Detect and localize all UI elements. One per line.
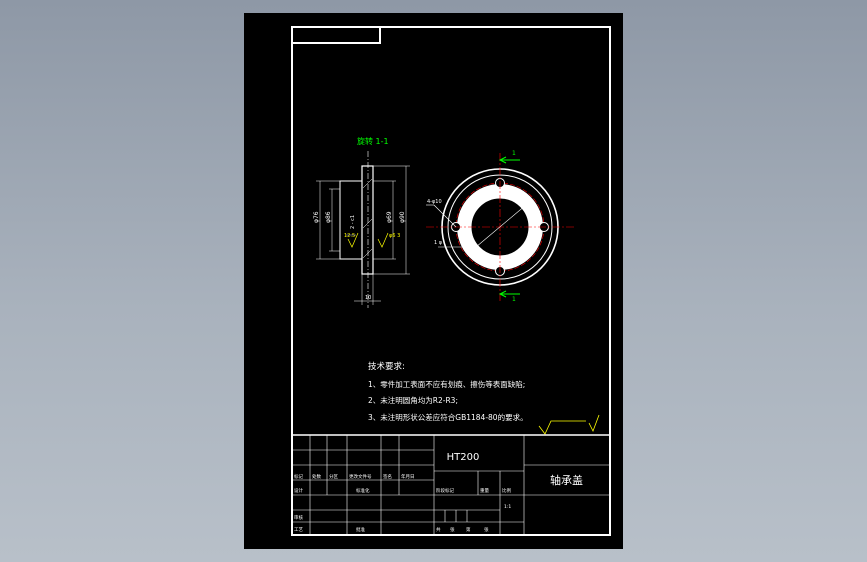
cut-label-bottom: 1 [512,296,516,303]
roughness-symbol-a [347,232,359,248]
material-value: HT200 [447,452,480,463]
label-zone: 分区 [329,473,338,480]
ratio-value: 1:1 [504,504,511,510]
label-standard: 标准化 [356,487,370,494]
roughness-symbol-b [377,232,389,248]
drawing-canvas: 旋转 1-1 φ76 [291,26,611,536]
section-label: 旋转 1-1 [357,136,389,146]
roughness-value-a: 12.5 [344,233,355,239]
note-item-2: 2、未注明圆角均为R2-R3; [368,395,458,405]
general-roughness-symbol [538,420,586,435]
label-sheets-unit-b: 张 [484,526,489,533]
dim-left-a: φ76 [313,211,320,223]
note-item-3: 3、未注明形状公差应符合GB1184-80的要求。 [368,412,528,422]
technical-notes: 技术要求: 1、零件加工表面不应有划痕、擦伤等表面缺陷; 2、未注明圆角均为R2… [368,361,600,435]
label-stage: 阶段标记 [436,487,454,494]
title-block-text: HT200 轴承盖 标记 处数 分区 更改文件号 签名 年月日 设计 审核 工艺… [294,452,583,533]
label-design: 设计 [294,487,303,494]
label-ratio: 比例 [502,487,511,494]
note-item-1: 1、零件加工表面不应有划痕、擦伤等表面缺陷; [368,379,525,389]
label-sign: 签名 [383,473,392,480]
leader-label-b: 1 φ [434,240,443,246]
drawing-sheet: 旋转 1-1 φ76 [244,13,623,549]
dim-small-2: φ6 3 [389,233,400,239]
leader-label-a: 4-φ10 [427,199,442,205]
label-review: 审核 [294,514,303,521]
dim-chamfer: 2 - c1 [350,215,356,229]
dim-left-b: φ86 [325,211,332,223]
label-weight: 重量 [480,487,489,494]
notes-heading: 技术要求: [368,361,405,372]
cut-label-top: 1 [512,150,516,157]
label-sheet-no: 第 [466,526,471,533]
dim-bottom: 10 [365,295,371,301]
frame-tab [292,27,381,44]
label-sheets-unit-a: 张 [450,526,455,533]
label-approve: 批准 [356,526,365,533]
front-view: 4-φ10 1 φ 1 1 [426,150,574,303]
part-name: 轴承盖 [550,473,583,487]
finish-check-symbol [588,414,600,432]
label-count: 处数 [312,473,321,480]
title-block [291,434,611,536]
section-view: 旋转 1-1 φ76 [313,136,410,308]
label-change-doc: 更改文件号 [349,473,372,480]
hub-outline [339,180,363,260]
dim-right-a: φ90 [399,211,406,223]
dim-right-b: φ69 [386,211,393,223]
label-date: 年月日 [401,473,415,480]
diameter-leader [475,204,527,248]
label-mark: 标记 [294,473,303,480]
label-process: 工艺 [294,527,303,533]
label-sheets-total: 共 [436,526,441,533]
section-hatch [362,178,373,259]
